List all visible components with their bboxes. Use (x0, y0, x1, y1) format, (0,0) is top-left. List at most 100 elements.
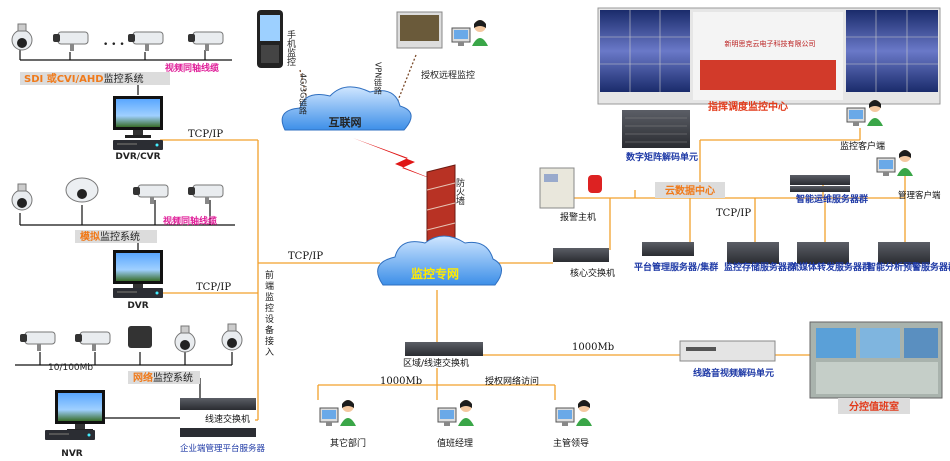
section-title-analog: 模拟监控系统 (80, 230, 140, 243)
speed-dome-camera (11, 23, 33, 51)
section-title-branch: 分控值班室 (849, 400, 899, 413)
device-label: 授权远程监控 (421, 69, 475, 81)
device-label: 主管领导 (553, 437, 589, 449)
analysis-server-icon (878, 242, 930, 264)
cloud-label-internet: 互联网 (329, 115, 362, 129)
area-switch: 区域/线速交换机 (403, 342, 483, 369)
operator-icon (437, 399, 475, 427)
device-label: 平台管理服务器/集群 (634, 261, 718, 273)
device-label: 监控客户端 (840, 140, 885, 152)
device-label: 线路音视频解码单元 (693, 367, 774, 379)
device-label: 智能运维服务器群 (796, 193, 868, 205)
box-camera (187, 31, 224, 52)
section-bar (75, 230, 157, 243)
bullet-camera (187, 184, 224, 205)
device-label: 防火墙 (454, 177, 465, 206)
bandwidth-label: 10/100Mb (48, 363, 93, 373)
nvr-recorder-icon (45, 430, 95, 440)
section-title-cloud: 云数据中心 (665, 184, 715, 197)
remote-monitor: 授权远程监控 VPN链路 (374, 11, 489, 94)
box-camera (52, 31, 89, 52)
device-label: 手机监控 (285, 29, 296, 67)
device-label: 线速交换机 (205, 413, 250, 425)
device-label: 管理客户端 (898, 190, 941, 201)
ops-server-cluster: 智能运维服务器群 (790, 175, 868, 205)
ellipsis-text: • • • (103, 40, 125, 50)
front-access-label: 前端监控设备接入 (263, 269, 274, 358)
core-switch: 核心交换机 (553, 248, 615, 279)
tcpip-label: TCP/IP (716, 208, 751, 219)
server-row: 平台管理服务器/集群 监控存储服务器群 流媒体转发服务器群 智能分析预警服务器群 (634, 242, 950, 273)
device-label: 报警主机 (560, 211, 596, 223)
decoder-matrix: 数字矩阵解码单元 (622, 110, 698, 163)
device-label: 智能分析预警服务器群 (867, 261, 950, 273)
section-title-sdi: SDI 或CVI/AHD监控系统 (24, 72, 144, 85)
device-label: 数字矩阵解码单元 (626, 151, 698, 163)
ip-camera (74, 331, 111, 352)
platform-server-icon (642, 242, 694, 256)
bullet-camera (132, 184, 169, 205)
ip-camera (19, 331, 56, 352)
ip-camera (128, 326, 152, 348)
tcpip-label: TCP/IP (288, 251, 323, 262)
device-label: DVR/CVR (115, 152, 160, 162)
connection-lines (160, 54, 906, 421)
mobile-phone: 手机监控 4G/3G链路 (257, 10, 308, 114)
coax-lines (15, 44, 235, 419)
branch-room: 分控值班室 (809, 321, 943, 414)
coax-label: 视频同轴线缆 (165, 62, 219, 74)
stream-server-icon (797, 242, 849, 264)
monitor-icon (113, 96, 163, 138)
section-title-command: 指挥调度监控中心 (708, 100, 788, 113)
section-bar (655, 182, 725, 198)
monitor-icon (55, 390, 105, 432)
monitor-icon (113, 250, 163, 292)
device-label: DVR (127, 301, 148, 311)
cloud-label-private: 监控专网 (411, 266, 459, 281)
alarm-host: 报警主机 (539, 167, 602, 223)
link-label: 4G/3G链路 (299, 73, 308, 114)
link-label: VPN链路 (374, 62, 383, 94)
private-network-cloud: 监控专网 (377, 235, 502, 286)
wall-logo-text: 新明思克云电子科技有限公司 (725, 39, 816, 48)
device-label: 值班经理 (437, 437, 473, 449)
device-label: 其它部门 (330, 437, 366, 449)
hd-decoder: 线路音视频解码单元 (679, 340, 776, 379)
tcpip-label: TCP/IP (188, 129, 223, 140)
internet-cloud: 互联网 (281, 86, 412, 131)
bandwidth-label: 1000Mb (380, 376, 422, 387)
analog-system: 视频同轴线缆 模拟监控系统 DVR (11, 177, 224, 311)
box-camera (127, 31, 164, 52)
ip-speed-dome-camera (221, 323, 243, 351)
tcpip-label: TCP/IP (196, 282, 231, 293)
link-label: 授权网络访问 (485, 375, 539, 387)
device-label: 企业端管理平台服务器 (180, 443, 266, 454)
speed-dome-camera (11, 183, 33, 211)
device-label: 监控存储服务器群 (724, 261, 796, 273)
device-label: 流媒体转发服务器群 (790, 261, 871, 273)
ip-dome-camera (174, 325, 196, 353)
sdi-system: • • • 视频同轴线缆 SDI 或CVI/AHD监控系统 DVR/CVR (11, 23, 224, 162)
network-system: 10/100Mb 网络监控系统 NVR 线速交换机 企业端管理平台服务器 (19, 323, 266, 459)
operator-icon (876, 149, 914, 177)
device-label: 核心交换机 (570, 267, 615, 279)
line-switch-icon (180, 398, 256, 410)
section-bar (20, 72, 170, 85)
storage-server-icon (727, 242, 779, 264)
coax-label: 视频同轴线缆 (163, 215, 217, 227)
operator-icon (319, 399, 357, 427)
section-bar (128, 371, 200, 384)
operator-icon (555, 399, 593, 427)
device-label: 区域/线速交换机 (403, 357, 469, 369)
dvr-recorder-icon (113, 140, 163, 150)
device-label: NVR (61, 449, 82, 459)
operator-icon (451, 19, 489, 47)
section-title-network: 网络监控系统 (133, 371, 193, 384)
bandwidth-label: 1000Mb (572, 342, 614, 353)
firewall: 防火墙 (426, 164, 465, 253)
server-icon (180, 428, 256, 437)
dvr-recorder-icon (113, 288, 163, 298)
command-center: 新明思克云电子科技有限公司 指挥调度监控中心 (597, 7, 941, 113)
